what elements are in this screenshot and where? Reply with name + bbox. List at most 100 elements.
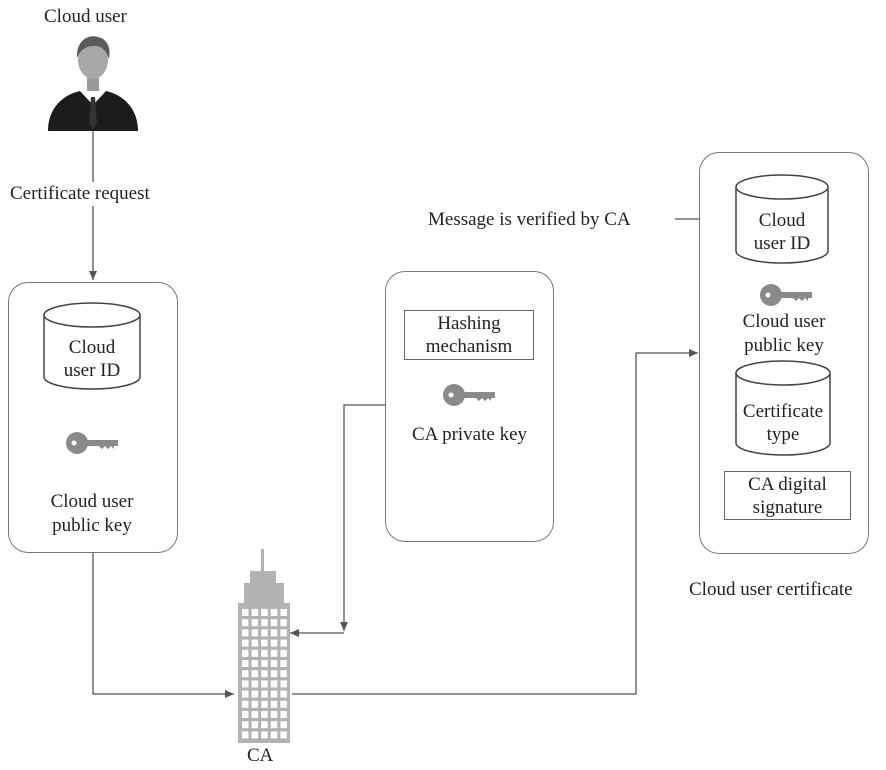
building-window bbox=[251, 639, 259, 647]
building-window bbox=[251, 660, 259, 667]
building-window bbox=[242, 711, 249, 718]
building-window bbox=[270, 660, 278, 667]
hashing-line2: mechanism bbox=[425, 336, 513, 357]
message-verified-label: Message is verified by CA bbox=[428, 209, 631, 230]
building-window bbox=[242, 609, 249, 616]
building-window bbox=[270, 680, 278, 688]
request-key-line1: Cloud user bbox=[50, 491, 134, 512]
building-window bbox=[261, 660, 268, 667]
building-window bbox=[251, 690, 259, 698]
building-window bbox=[261, 731, 268, 739]
building-window bbox=[280, 700, 287, 708]
building-window bbox=[242, 721, 249, 729]
building-window bbox=[270, 690, 278, 698]
request-key-line2: public key bbox=[52, 515, 132, 536]
request-db-text: Cloud user ID bbox=[42, 336, 142, 382]
certificate-type-db-icon bbox=[735, 360, 831, 456]
building-window bbox=[261, 700, 268, 708]
building-window bbox=[270, 711, 278, 718]
ca-building-icon bbox=[238, 549, 290, 743]
signature-line1: CA digital bbox=[748, 473, 827, 495]
building-window bbox=[261, 639, 268, 647]
building-window bbox=[242, 649, 249, 657]
user-icon bbox=[48, 36, 138, 131]
building-window bbox=[251, 680, 259, 688]
building-window bbox=[280, 680, 287, 688]
building-window bbox=[280, 660, 287, 667]
building-window bbox=[270, 609, 278, 616]
hashing-line1: Hashing bbox=[437, 313, 501, 334]
building-window bbox=[280, 639, 287, 647]
building-window bbox=[242, 670, 249, 678]
building-window bbox=[251, 649, 259, 657]
cloud-user-certificate-caption: Cloud user certificate bbox=[689, 579, 853, 600]
certificate-type-line1: Certificate bbox=[742, 401, 824, 422]
certificate-type-text: Certificate type bbox=[734, 400, 832, 446]
building-window bbox=[261, 629, 268, 637]
request-db-line1: Cloud bbox=[68, 337, 116, 358]
building-window bbox=[280, 711, 287, 718]
cloud-user-id-db-icon bbox=[43, 302, 141, 390]
building-window bbox=[270, 721, 278, 729]
building-window bbox=[242, 700, 249, 708]
building-window bbox=[251, 619, 259, 627]
certificate-key-line2: public key bbox=[744, 335, 824, 356]
request-to-ca-line bbox=[92, 552, 234, 698]
ca-to-certificate-line bbox=[292, 349, 698, 695]
building-window bbox=[242, 619, 249, 627]
building-window bbox=[280, 609, 287, 616]
building-window bbox=[251, 731, 259, 739]
building-window bbox=[242, 731, 249, 739]
building-window bbox=[270, 731, 278, 739]
signature-line2: signature bbox=[752, 496, 823, 518]
building-window bbox=[251, 609, 259, 616]
certificate-db-line2: user ID bbox=[753, 233, 811, 254]
building-window bbox=[242, 660, 249, 667]
public-key-icon bbox=[66, 432, 118, 454]
building-window bbox=[270, 670, 278, 678]
ca-private-key-label: CA private key bbox=[411, 424, 528, 445]
building-window bbox=[270, 619, 278, 627]
building-window bbox=[251, 700, 259, 708]
building-window bbox=[270, 629, 278, 637]
building-window bbox=[280, 619, 287, 627]
building-window bbox=[280, 649, 287, 657]
building-window bbox=[251, 670, 259, 678]
building-window bbox=[242, 639, 249, 647]
certificate-user-id-db-icon bbox=[735, 174, 829, 264]
certificate-public-key-icon bbox=[760, 284, 812, 306]
hashing-mechanism-box: Hashing mechanism bbox=[404, 310, 534, 360]
certificate-db-text: Cloud user ID bbox=[734, 209, 830, 255]
building-window bbox=[251, 711, 259, 718]
certificate-key-line1: Cloud user bbox=[742, 311, 826, 332]
building-window bbox=[280, 731, 287, 739]
building-window bbox=[280, 690, 287, 698]
request-db-line2: user ID bbox=[63, 360, 121, 381]
ca-digital-signature-box: CA digital signature bbox=[724, 471, 851, 520]
building-window bbox=[251, 721, 259, 729]
certificate-type-line2: type bbox=[766, 424, 800, 445]
building-window bbox=[242, 629, 249, 637]
building-window bbox=[261, 721, 268, 729]
building-window bbox=[261, 711, 268, 718]
cloud-user-label: Cloud user bbox=[44, 6, 127, 27]
ca-label: CA bbox=[247, 745, 274, 766]
building-window bbox=[280, 629, 287, 637]
certificate-key-label: Cloud user public key bbox=[718, 310, 850, 358]
private-key-line bbox=[340, 404, 385, 631]
private-key-icon bbox=[443, 384, 495, 406]
building-window bbox=[251, 629, 259, 637]
building-window bbox=[261, 670, 268, 678]
building-window bbox=[261, 690, 268, 698]
request-key-label: Cloud user public key bbox=[28, 490, 156, 538]
building-window bbox=[270, 700, 278, 708]
building-window bbox=[270, 639, 278, 647]
building-window bbox=[242, 680, 249, 688]
building-window bbox=[261, 680, 268, 688]
building-window bbox=[270, 649, 278, 657]
building-window bbox=[261, 649, 268, 657]
building-window bbox=[261, 609, 268, 616]
building-window bbox=[242, 690, 249, 698]
certificate-db-line1: Cloud bbox=[758, 210, 806, 231]
building-window bbox=[280, 670, 287, 678]
